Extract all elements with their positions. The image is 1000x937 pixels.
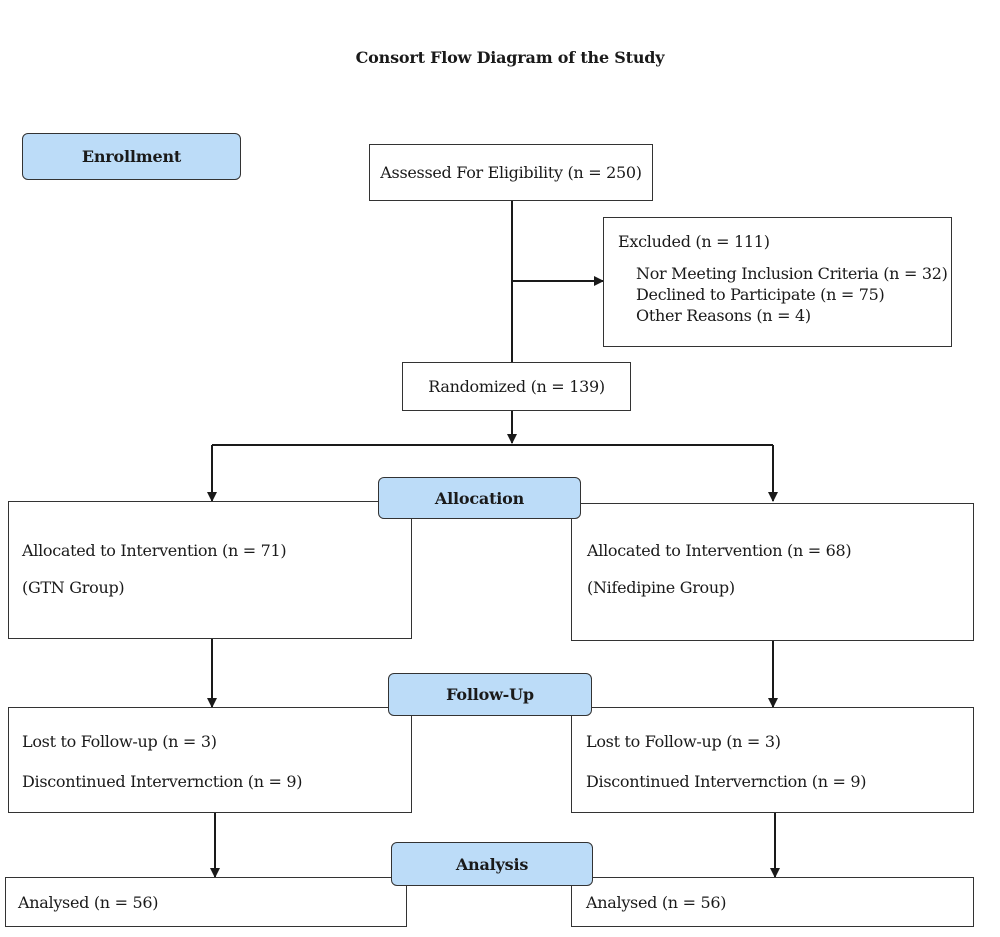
left-allocated-label: Allocated to Intervention (n = 71) xyxy=(22,541,287,560)
randomized-box: Randomized (n = 139) xyxy=(402,362,631,411)
excluded-reason-not-meeting: Nor Meeting Inclusion Criteria (n = 32) xyxy=(636,264,948,283)
left-group-label: (GTN Group) xyxy=(22,578,125,597)
left-lost-label: Lost to Follow-up (n = 3) xyxy=(22,732,217,751)
left-allocation-box: Allocated to Intervention (n = 71) (GTN … xyxy=(8,501,412,639)
right-lost-label: Lost to Follow-up (n = 3) xyxy=(586,732,781,751)
excluded-box: Excluded (n = 111) Nor Meeting Inclusion… xyxy=(603,217,952,347)
right-analysis-box: Analysed (n = 56) xyxy=(571,877,974,927)
right-followup-box: Lost to Follow-up (n = 3) Discontinued I… xyxy=(571,707,974,813)
assessed-box: Assessed For Eligibility (n = 250) xyxy=(369,144,653,201)
assessed-label: Assessed For Eligibility (n = 250) xyxy=(380,163,642,182)
excluded-heading: Excluded (n = 111) xyxy=(618,232,770,251)
stage-enrollment: Enrollment xyxy=(22,133,241,180)
excluded-reason-declined: Declined to Participate (n = 75) xyxy=(636,285,885,304)
right-allocation-box: Allocated to Intervention (n = 68) (Nife… xyxy=(571,503,974,641)
right-discontinued-label: Discontinued Intervernction (n = 9) xyxy=(586,772,867,791)
stage-analysis: Analysis xyxy=(391,842,593,886)
right-analysed-label: Analysed (n = 56) xyxy=(586,893,727,912)
diagram-title: Consort Flow Diagram of the Study xyxy=(355,48,665,67)
excluded-reason-other: Other Reasons (n = 4) xyxy=(636,306,811,325)
stage-allocation: Allocation xyxy=(378,477,581,519)
right-group-label: (Nifedipine Group) xyxy=(587,578,735,597)
left-analysed-label: Analysed (n = 56) xyxy=(18,893,159,912)
left-analysis-box: Analysed (n = 56) xyxy=(5,877,407,927)
right-allocated-label: Allocated to Intervention (n = 68) xyxy=(587,541,852,560)
left-followup-box: Lost to Follow-up (n = 3) Discontinued I… xyxy=(8,707,412,813)
stage-follow-up: Follow-Up xyxy=(388,673,592,716)
randomized-label: Randomized (n = 139) xyxy=(428,377,605,396)
left-discontinued-label: Discontinued Intervernction (n = 9) xyxy=(22,772,303,791)
